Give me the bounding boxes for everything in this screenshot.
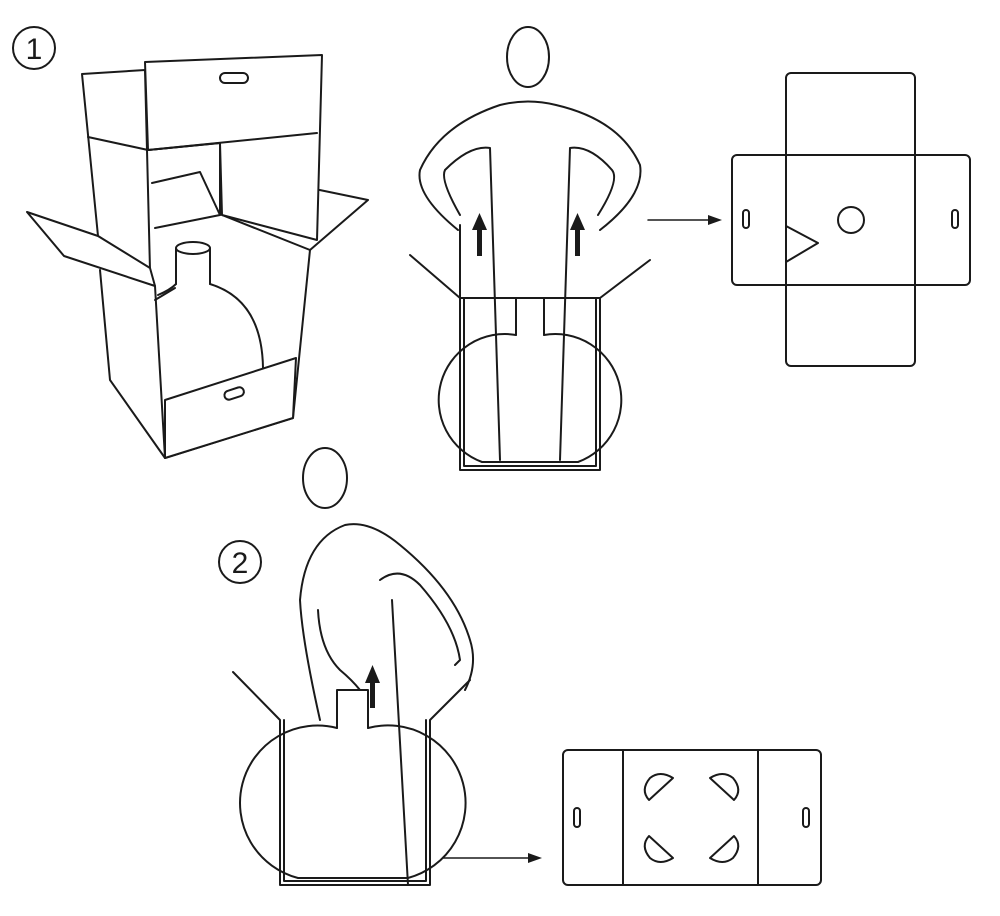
handle-slot-icon	[219, 72, 249, 84]
step-1-marker: 1	[12, 26, 56, 70]
up-arrow-icon	[365, 665, 380, 708]
flat-cross-insert	[731, 72, 971, 367]
slot-icon	[742, 209, 750, 229]
slot-icon	[802, 807, 810, 828]
step-2-label: 2	[232, 547, 249, 580]
up-arrow-icon	[472, 213, 487, 256]
bottle-icon	[239, 689, 467, 879]
outer-box	[232, 671, 471, 886]
outer-box	[409, 254, 651, 471]
left-outer-flap	[26, 211, 156, 287]
flat-bottom-insert	[562, 749, 822, 886]
slot-icon	[951, 209, 959, 229]
triangle-tab-icon	[785, 225, 819, 263]
head-icon	[506, 26, 550, 88]
person-lifting-insert	[409, 26, 651, 471]
bottle-holder-clip-icon	[709, 773, 740, 801]
bottle-holder-clip-icon	[709, 835, 740, 863]
slot-icon	[573, 807, 581, 828]
right-arrow-icon	[442, 853, 542, 863]
bottle-holder-clip-icon	[643, 835, 674, 863]
bottle-icon	[157, 241, 264, 369]
front-bottom-panel	[164, 357, 297, 459]
person-lifting-bottle	[232, 447, 475, 886]
open-box-illustration	[26, 54, 369, 459]
head-icon	[302, 447, 348, 509]
handle-slot-icon	[223, 386, 245, 401]
right-arrow-icon	[647, 215, 722, 225]
bottle-icon	[437, 297, 623, 463]
step-1-label: 1	[26, 33, 43, 66]
step-2-marker: 2	[218, 540, 262, 584]
center-hole-icon	[837, 206, 865, 234]
bottle-holder-clip-icon	[643, 773, 674, 801]
up-arrow-icon	[570, 213, 585, 256]
